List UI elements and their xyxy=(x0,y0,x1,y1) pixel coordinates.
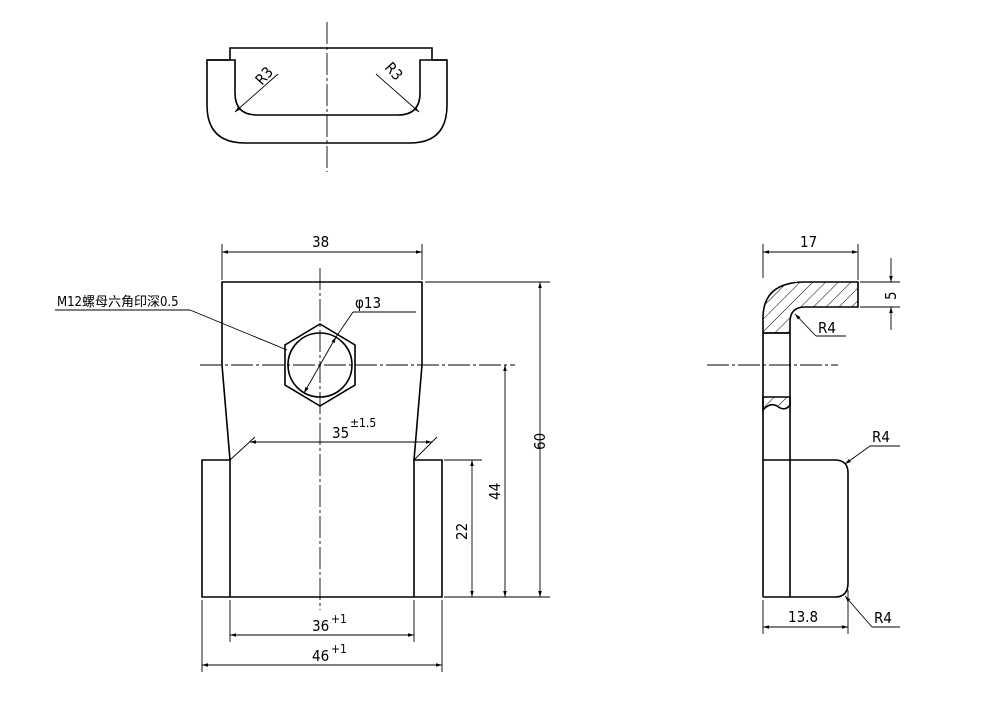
dim-60: 60 xyxy=(531,433,549,450)
hole-circle xyxy=(287,332,353,398)
r4-inner-label: R4 xyxy=(818,319,836,337)
dim-17: 17 xyxy=(800,233,817,251)
dim-5: 5 xyxy=(882,291,900,300)
top-view: R3 R3 xyxy=(206,22,448,172)
hole-dia-label: φ13 xyxy=(355,294,381,312)
dim-46: 46 xyxy=(312,647,329,665)
nut-note: M12螺母六角印深0.5 xyxy=(57,295,179,310)
dim-36-tol: +1 xyxy=(331,612,347,626)
dim-36: 36 xyxy=(312,617,329,635)
dim-35: 35 xyxy=(332,424,349,442)
dim-13-8: 13.8 xyxy=(788,608,818,626)
r3-left-label: R3 xyxy=(252,63,277,88)
dim-38: 38 xyxy=(312,233,329,251)
dim-35-tol: ±1.5 xyxy=(350,416,376,430)
dim-44: 44 xyxy=(486,483,504,500)
side-view: 17 5 R4 R4 R4 13.8 xyxy=(707,233,900,634)
r4-top-label: R4 xyxy=(872,428,890,446)
r4-bottom-label: R4 xyxy=(874,609,892,627)
r3-right-label: R3 xyxy=(381,59,406,84)
hex-nut-outline xyxy=(284,323,356,407)
dim-22: 22 xyxy=(453,523,471,540)
dim-46-tol: +1 xyxy=(331,642,347,656)
front-view: φ13 M12螺母六角印深0.5 38 35 ±1.5 60 44 22 36 … xyxy=(55,233,550,672)
